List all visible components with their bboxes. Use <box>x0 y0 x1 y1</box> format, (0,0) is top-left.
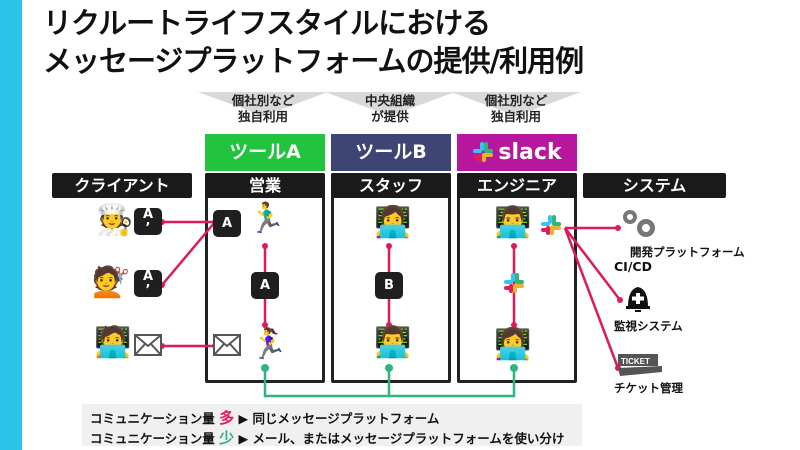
provision-label: 独自利用 <box>490 109 541 124</box>
client-hairdresser-icon: 💇 <box>92 265 130 300</box>
staff-tool-b-key: B <box>375 272 403 299</box>
legend-text: 同じメッセージプラットフォーム <box>252 411 440 426</box>
provision-label: が提供 <box>371 109 409 124</box>
chevron-shape <box>198 92 328 116</box>
engineer-woman-icon: 👩‍💻 <box>494 327 532 362</box>
provision-tool-a: 個社別など独自利用 <box>198 92 328 126</box>
arrow-right-icon: ▶ <box>238 411 249 426</box>
key-label: A <box>142 269 154 284</box>
header-engineer: エンジニア <box>457 173 577 198</box>
key-label: A <box>142 207 154 222</box>
staff-woman-icon: 👩‍💻 <box>374 205 412 240</box>
alert-bell-icon <box>626 287 650 312</box>
legend-prefix: コミュニケーション量 <box>90 411 215 426</box>
chevron-shape <box>325 92 455 116</box>
system-cicd-label: 開発プラットフォーム <box>630 245 745 259</box>
legend: コミュニケーション量 多 ▶ 同じメッセージプラットフォーム コミュニケーション… <box>82 404 582 448</box>
staff-man-icon: 👨‍💻 <box>374 325 412 360</box>
provision-label: 個社別など <box>231 93 295 108</box>
slack-label: slack <box>498 140 562 165</box>
title-line-2: メッセージプラットフォームの提供/利用例 <box>43 44 584 78</box>
provision-label: 中央組織 <box>364 93 415 108</box>
accent-bar <box>0 0 22 450</box>
ticket-icon: TICKET <box>618 354 662 376</box>
gears-icon <box>623 210 655 237</box>
key-sublabel: ’ <box>145 221 151 236</box>
client-mail-icon <box>134 334 162 356</box>
slack-icon <box>504 273 524 293</box>
client-tool-a-key: A’ <box>134 207 162 236</box>
client-shop-person-icon: 🧑‍🍳 <box>96 203 134 238</box>
legend-row-few: コミュニケーション量 少 ▶ メール、またはメッセージプラットフォームを使い分け <box>90 427 564 448</box>
sales-man-icon: 🏃‍♂️ <box>248 201 286 236</box>
provision-label: 個社別など <box>484 93 548 108</box>
provision-label: 独自利用 <box>237 109 288 124</box>
chevron-shape <box>451 92 581 116</box>
slack-icon <box>473 142 494 162</box>
client-tool-a-key-2: A’ <box>134 269 162 298</box>
sales-woman-icon: 🏃‍♀️ <box>250 327 288 362</box>
engineer-man-icon: 👨‍💻 <box>494 205 532 240</box>
provision-slack: 個社別など独自利用 <box>451 92 581 126</box>
client-office-person-icon: 🧑‍💻 <box>94 325 132 360</box>
sales-mail-icon <box>213 334 241 356</box>
legend-row-many: コミュニケーション量 多 ▶ 同じメッセージプラットフォーム <box>90 407 439 428</box>
legend-prefix: コミュニケーション量 <box>90 431 215 446</box>
slack-badge: slack <box>457 134 577 171</box>
system-monitoring-label: 監視システム <box>614 319 683 333</box>
arrow-right-icon: ▶ <box>238 431 249 446</box>
tool-a-badge: ツールA <box>205 134 325 171</box>
system-ticket-label: チケット管理 <box>614 381 683 395</box>
page-title: リクルートライフスタイルにおける メッセージプラットフォームの提供/利用例 <box>43 4 584 80</box>
sales-tool-a-key-mid: A <box>251 272 279 299</box>
tool-b-badge: ツールB <box>331 134 451 171</box>
legend-amount-many: 多 <box>219 409 235 427</box>
legend-amount-few: 少 <box>219 429 235 447</box>
sales-tool-a-key: A <box>213 210 241 237</box>
header-system: システム <box>583 173 726 198</box>
system-cicd-sub: CI/CD <box>614 259 652 274</box>
legend-text: メール、またはメッセージプラットフォームを使い分け <box>252 431 565 446</box>
header-staff: スタッフ <box>331 173 451 198</box>
header-sales: 営業 <box>205 173 325 198</box>
header-client: クライアント <box>52 173 192 198</box>
slack-icon <box>541 215 561 235</box>
provision-tool-b: 中央組織が提供 <box>325 92 455 126</box>
svg-text:TICKET: TICKET <box>621 357 650 366</box>
title-line-1: リクルートライフスタイルにおける <box>43 6 491 40</box>
key-sublabel: ’ <box>145 283 151 298</box>
